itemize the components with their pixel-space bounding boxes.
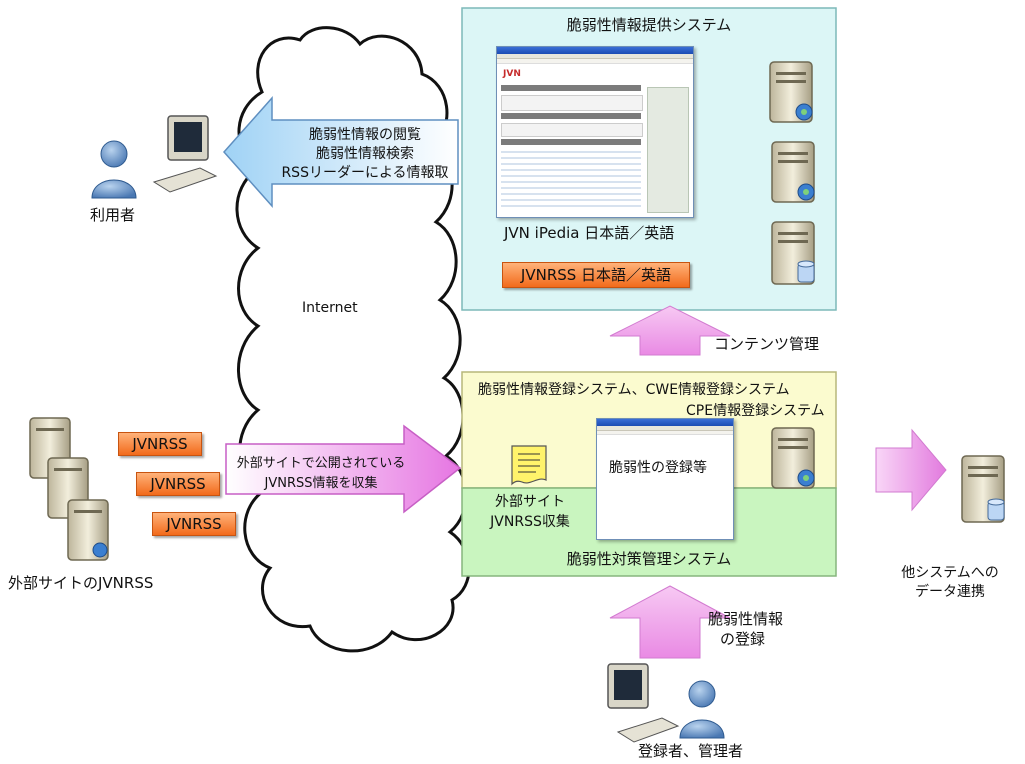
jvnrss-button: JVNRSS 日本語／英語 <box>502 262 690 288</box>
collect-arrow <box>225 424 462 514</box>
data-link-arrow <box>875 428 947 512</box>
user-person-icon <box>91 140 137 199</box>
external-sites-label: 外部サイトのJVNRSS <box>8 574 154 592</box>
external-server-icon <box>67 499 109 561</box>
server-icon <box>769 61 813 123</box>
user-arrow-line1: 脆弱性情報の閲覧 <box>309 127 421 143</box>
countermeasure-system-title: 脆弱性対策管理システム <box>566 550 732 568</box>
registration-system-title-1: 脆弱性情報登録システム、CWE情報登録システム <box>478 382 790 398</box>
jvn-ipedia-screenshot: JVN <box>496 46 694 218</box>
server-icon <box>771 141 815 203</box>
user-label: 利用者 <box>90 206 136 224</box>
jvnrss-tag-3: JVNRSS <box>152 512 236 536</box>
content-management-arrow <box>609 305 731 356</box>
other-systems-line2: データ連携 <box>915 584 985 600</box>
other-systems-line1: 他システムへの <box>901 565 999 581</box>
internet-label: Internet <box>302 300 358 316</box>
content-management-label: コンテンツ管理 <box>714 335 820 353</box>
user-computer-icon <box>152 115 218 193</box>
user-arrow <box>222 96 459 208</box>
register-info-line1: 脆弱性情報 <box>708 610 784 628</box>
registrant-computer-icon <box>607 663 680 743</box>
screen-text: 脆弱性の登録等 <box>609 460 707 476</box>
register-info-line2: の登録 <box>720 630 766 648</box>
registrant-label: 登録者、管理者 <box>638 742 744 760</box>
collect-arrow-line2: JVNRSS情報を収集 <box>264 476 378 491</box>
external-collect-line2: JVNRSS収集 <box>490 514 570 530</box>
jvnrss-tag-2: JVNRSS <box>136 472 220 496</box>
document-icon <box>511 445 547 486</box>
registration-screen: 脆弱性の登録等 <box>596 418 734 540</box>
database-server-icon <box>771 221 815 285</box>
provide-system-title: 脆弱性情報提供システム <box>566 16 732 34</box>
server-icon <box>771 427 815 489</box>
user-arrow-line2: 脆弱性情報検索 <box>316 146 414 162</box>
registration-system-title-2: CPE情報登録システム <box>686 403 825 419</box>
jvnrss-tag-1: JVNRSS <box>118 432 202 456</box>
external-collect-line1: 外部サイト <box>495 494 565 510</box>
register-arrow <box>609 585 731 659</box>
database-server-icon <box>961 455 1005 523</box>
registrant-person-icon <box>679 680 725 739</box>
collect-arrow-line1: 外部サイトで公開されている <box>236 456 406 471</box>
jvn-ipedia-label: JVN iPedia 日本語／英語 <box>504 224 675 242</box>
user-arrow-line3: RSSリーダーによる情報取 <box>281 165 449 181</box>
